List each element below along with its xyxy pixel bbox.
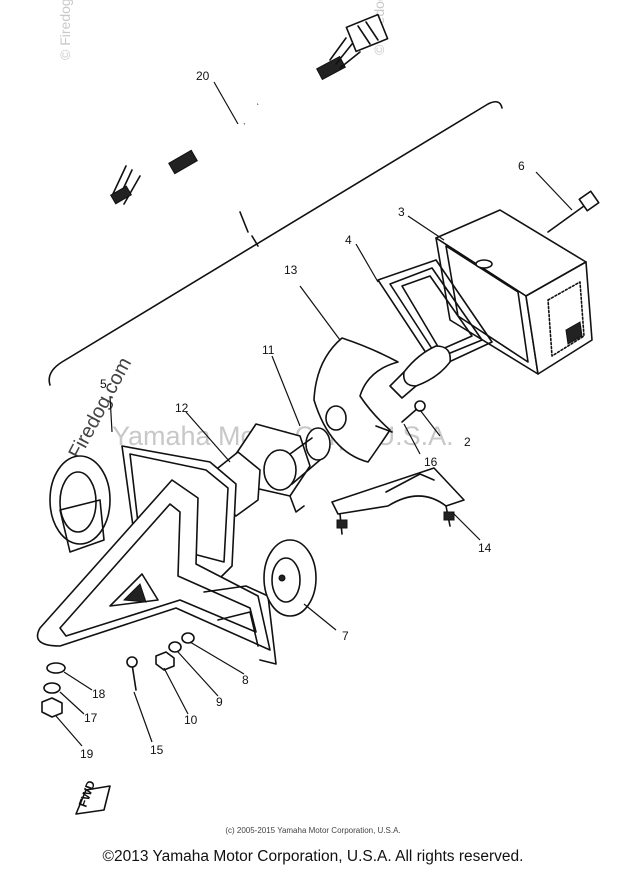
part-label-13: 13 xyxy=(284,263,298,277)
fwd-stamp: FWD xyxy=(75,778,111,815)
leader-lines xyxy=(55,81,573,747)
socket-holder-11-12 xyxy=(215,423,331,517)
part-label-4: 4 xyxy=(345,233,352,247)
group-bracket xyxy=(48,100,503,386)
copyright-footer: ©2013 Yamaha Motor Corporation, U.S.A. A… xyxy=(102,848,524,865)
part-label-6: 6 xyxy=(518,159,525,173)
part-label-16: 16 xyxy=(424,455,438,469)
watermark-firedog-vertical: © Firedog.com xyxy=(57,0,73,60)
bolt-6 xyxy=(547,190,600,233)
bracket-tick-lower xyxy=(251,235,259,247)
part-label-10: 10 xyxy=(184,713,198,727)
gasket-4 xyxy=(377,259,493,369)
part-label-11: 11 xyxy=(262,343,275,357)
part-label-2: 2 xyxy=(464,435,471,449)
part-label-18: 18 xyxy=(92,687,106,701)
reflector-disc-7 xyxy=(263,539,317,617)
screw-2 xyxy=(401,400,426,423)
part-label-7: 7 xyxy=(342,629,349,643)
part-label-9: 9 xyxy=(216,695,223,709)
part-label-19: 19 xyxy=(80,747,94,761)
hardware-group xyxy=(41,632,195,718)
bracket-tick-upper xyxy=(239,211,249,233)
bulb xyxy=(389,345,452,399)
part-label-12: 12 xyxy=(175,401,189,415)
main-bracket-5 xyxy=(36,445,277,665)
part-label-15: 15 xyxy=(150,743,164,757)
part-label-5: 5 xyxy=(100,377,107,391)
part-labels: 20 6 3 4 13 11 12 5 2 16 14 7 8 9 10 15 … xyxy=(80,69,525,761)
part-label-20: 20 xyxy=(196,69,210,83)
reflector-disc-left xyxy=(49,455,111,553)
taillight-lens-3 xyxy=(435,209,593,375)
bracket-14 xyxy=(331,467,465,535)
part-label-17: 17 xyxy=(84,711,98,725)
small-credit: (c) 2005-2015 Yamaha Motor Corporation, … xyxy=(225,826,401,835)
reflector-13 xyxy=(313,337,399,463)
part-label-8: 8 xyxy=(242,673,249,687)
part-label-14: 14 xyxy=(478,541,492,555)
wire-harness-20 xyxy=(110,13,389,205)
part-label-3: 3 xyxy=(398,205,405,219)
